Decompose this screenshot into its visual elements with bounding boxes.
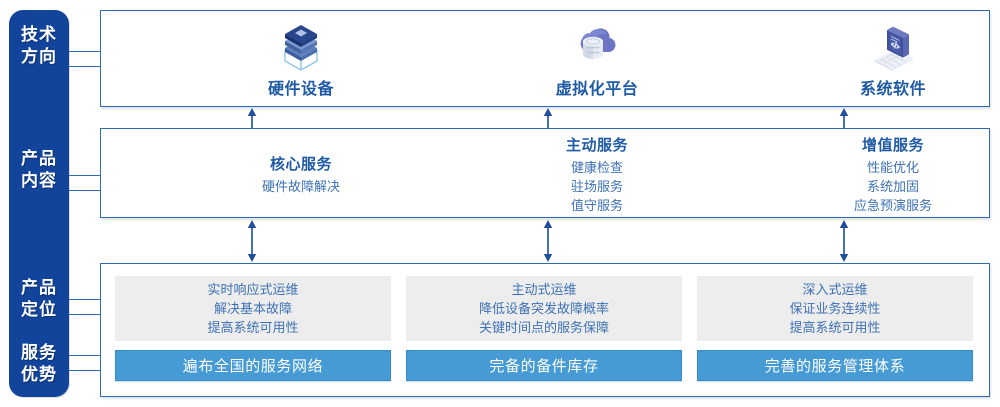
rail-label-line: 产品	[21, 149, 57, 168]
positioning-line: 深入式运维	[802, 282, 868, 297]
leader-line-tech-2	[69, 66, 101, 67]
content-item: 应急预演服务	[853, 197, 932, 213]
server-stack-icon	[284, 24, 318, 71]
positioning-card-3: 深入式运维 保证业务连续性 提高系统可用性	[697, 276, 973, 341]
content-item: 硬件故障解决	[261, 178, 340, 194]
positioning-line: 保证业务连续性	[789, 301, 881, 316]
product-content-panel: 核心服务 硬件故障解决 主动服务 健康检查 驻场服务 值守服务 增值服务 性能优…	[100, 128, 990, 218]
positioning-line: 关键时间点的服务保障	[478, 320, 609, 335]
rail-label-product-positioning: 产品 定位	[9, 277, 69, 321]
content-column-value-added-service[interactable]: 增值服务 性能优化 系统加固 应急预演服务	[805, 129, 981, 219]
advantage-ribbon-2[interactable]: 完备的备件库存	[406, 350, 682, 381]
arrow-up-down-connector	[247, 220, 257, 262]
rail-label-line: 产品	[21, 278, 57, 297]
tech-title-hardware: 硬件设备	[267, 80, 334, 98]
leader-line-content-1	[69, 175, 101, 176]
positioning-advantage-panel: 实时响应式运维 解决基本故障 提高系统可用性 遍布全国的服务网络 主动式运维 降…	[100, 263, 990, 397]
positioning-card-2: 主动式运维 降低设备突发故障概率 关键时间点的服务保障	[406, 276, 682, 341]
leader-line-positioning-2	[69, 314, 101, 315]
content-column-proactive-service[interactable]: 主动服务 健康检查 驻场服务 值守服务	[509, 129, 685, 219]
rail-label-line: 内容	[21, 171, 57, 190]
leader-line-advantage-1	[69, 355, 101, 356]
rail-label-line: 服务	[21, 343, 57, 362]
content-item: 健康检查	[570, 159, 623, 175]
rail-label-line: 技术	[21, 25, 57, 44]
laptop-code-icon	[875, 26, 913, 71]
positioning-card-1: 实时响应式运维 解决基本故障 提高系统可用性	[115, 276, 391, 341]
tech-title-virtualization: 虚拟化平台	[555, 80, 639, 98]
rail-label-service-advantage: 服务 优势	[9, 342, 69, 386]
leader-line-positioning-1	[69, 299, 101, 300]
arrow-up-connector	[543, 108, 553, 128]
tech-column-virtualization[interactable]: 虚拟化平台	[509, 11, 685, 108]
technology-direction-panel: 硬件设备 虚拟化平台	[100, 10, 990, 107]
content-item: 值守服务	[570, 197, 623, 213]
content-heading-core-service: 核心服务	[269, 155, 332, 173]
advantage-ribbon-1[interactable]: 遍布全国的服务网络	[115, 350, 391, 381]
arrow-up-connector	[839, 108, 849, 128]
arrow-up-connector	[247, 108, 257, 128]
arrow-up-down-connector	[839, 220, 849, 262]
leader-line-tech-1	[69, 51, 101, 52]
leader-line-content-2	[69, 190, 101, 191]
rail-label-product-content: 产品 内容	[9, 148, 69, 192]
rail-label-line: 方向	[21, 47, 57, 66]
tech-column-hardware[interactable]: 硬件设备	[213, 11, 389, 108]
leader-line-advantage-2	[69, 370, 101, 371]
advantage-ribbon-3[interactable]: 完善的服务管理体系	[697, 350, 973, 381]
positioning-line: 主动式运维	[511, 282, 577, 297]
positioning-line: 提高系统可用性	[207, 320, 299, 335]
content-item: 驻场服务	[570, 178, 623, 194]
category-rail	[9, 10, 69, 397]
content-column-core-service[interactable]: 核心服务 硬件故障解决	[213, 129, 389, 219]
bottom-column-2[interactable]: 主动式运维 降低设备突发故障概率 关键时间点的服务保障 完备的备件库存	[406, 276, 682, 381]
content-heading-value-added-service: 增值服务	[861, 136, 924, 154]
arrow-up-down-connector	[543, 220, 553, 262]
rail-label-line: 优势	[21, 365, 57, 384]
positioning-line: 降低设备突发故障概率	[478, 301, 609, 316]
content-item: 性能优化	[866, 159, 919, 175]
bottom-column-3[interactable]: 深入式运维 保证业务连续性 提高系统可用性 完善的服务管理体系	[697, 276, 973, 381]
positioning-line: 实时响应式运维	[207, 282, 299, 297]
bottom-column-1[interactable]: 实时响应式运维 解决基本故障 提高系统可用性 遍布全国的服务网络	[115, 276, 391, 381]
tech-column-software[interactable]: 系统软件	[805, 11, 981, 108]
tech-title-software: 系统软件	[859, 80, 926, 98]
content-heading-proactive-service: 主动服务	[565, 136, 628, 154]
rail-label-line: 定位	[21, 300, 57, 319]
content-item: 系统加固	[866, 178, 919, 194]
positioning-line: 提高系统可用性	[789, 320, 881, 335]
cloud-database-icon	[580, 27, 616, 59]
rail-label-technology-direction: 技术 方向	[9, 24, 69, 68]
positioning-line: 解决基本故障	[213, 301, 292, 316]
